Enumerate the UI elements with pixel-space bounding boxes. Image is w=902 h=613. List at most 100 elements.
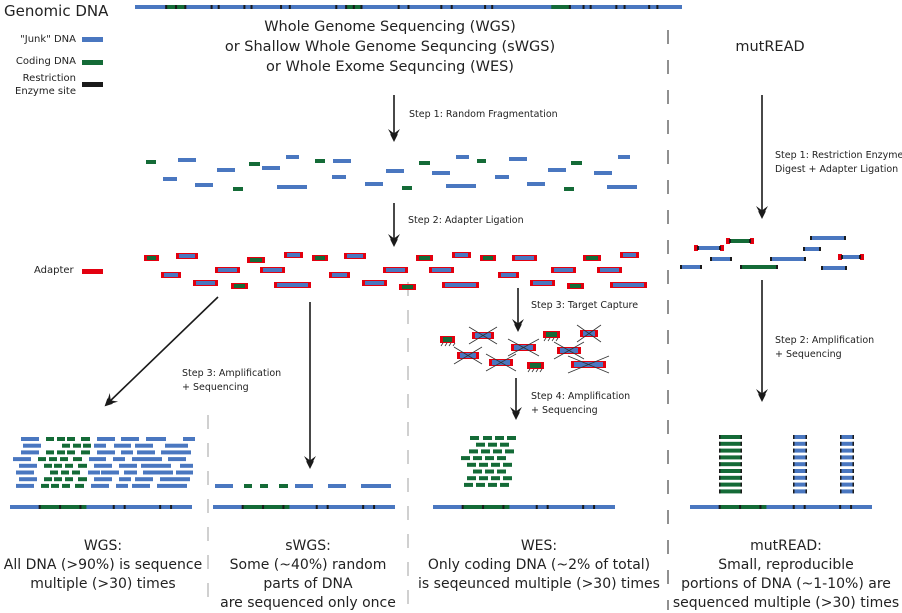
legend-restriction-swatch bbox=[82, 82, 103, 87]
wgs-reference-genome bbox=[10, 505, 192, 509]
wes-read bbox=[483, 436, 492, 440]
restriction-fragment-site bbox=[710, 257, 712, 261]
wes-step4-line2: + Sequencing bbox=[531, 405, 598, 416]
wes-read bbox=[476, 442, 485, 447]
wgs-reference-genome-coding-segment bbox=[39, 505, 87, 509]
wgs-read bbox=[94, 443, 106, 448]
wgs-read bbox=[176, 470, 193, 475]
wes-reference-genome-restriction-site bbox=[546, 505, 549, 509]
genomic-dna-bar-restriction-site bbox=[615, 5, 618, 9]
wgs-read bbox=[19, 463, 37, 468]
legend-restriction-label-line1: Restriction bbox=[22, 73, 76, 84]
restriction-fragment-site bbox=[819, 247, 821, 251]
restriction-fragment-adapter bbox=[726, 238, 730, 244]
wes-reference-genome bbox=[433, 505, 615, 509]
swgs-reference-genome-restriction-site bbox=[326, 505, 329, 509]
wgs-read bbox=[132, 483, 150, 488]
adapter-fragment-body bbox=[347, 254, 363, 258]
mutread-read-site bbox=[740, 435, 742, 439]
legend-junk-label: "Junk" DNA bbox=[20, 34, 76, 45]
adapter-fragment-body bbox=[586, 256, 598, 260]
mutread-read-site bbox=[840, 448, 842, 453]
dna-fragment bbox=[332, 175, 346, 179]
summary-swgs: sWGS: Some (~40%) random parts of DNA ar… bbox=[208, 537, 408, 613]
restriction-fragment bbox=[841, 255, 861, 259]
arrow-wgs bbox=[104, 296, 219, 407]
wgs-reference-genome-restriction-site bbox=[123, 505, 126, 509]
method-title-line3: or Whole Exome Sequncing (WES) bbox=[266, 59, 514, 75]
mutread-read-site bbox=[852, 482, 854, 487]
mutread-read-site bbox=[840, 475, 842, 480]
genomic-dna-label: Genomic DNA bbox=[4, 2, 109, 20]
adapter-fragment-body bbox=[218, 268, 237, 272]
mutread-reference-genome-restriction-site bbox=[739, 505, 742, 509]
summary-wes-line: WES: bbox=[520, 538, 558, 554]
step1-random-fragmentation: Step 1: Random Fragmentation bbox=[409, 109, 558, 120]
wgs-read bbox=[135, 443, 153, 448]
restriction-fragment bbox=[710, 257, 732, 261]
swgs-reference-genome bbox=[213, 505, 395, 509]
restriction-fragment-site bbox=[680, 265, 682, 269]
mutread-read-coding bbox=[719, 462, 742, 467]
wes-read bbox=[473, 469, 482, 474]
mutread-read-site bbox=[852, 489, 854, 494]
mutread-reference-genome-restriction-site bbox=[759, 505, 762, 509]
capture-probe bbox=[527, 368, 531, 373]
wgs-read bbox=[94, 463, 112, 468]
mutread-read-site bbox=[852, 448, 854, 453]
wgs-read bbox=[180, 463, 193, 468]
wgs-read bbox=[54, 477, 62, 482]
swgs-reference-genome-restriction-site bbox=[262, 505, 265, 509]
wes-read bbox=[491, 476, 500, 481]
genomic-dna-bar-restriction-site bbox=[582, 5, 585, 9]
arrow-wes-capture-head bbox=[512, 319, 524, 330]
restriction-fragment-adapter bbox=[694, 245, 698, 251]
capture-probe bbox=[531, 368, 535, 373]
mutread-read-site bbox=[793, 462, 795, 467]
legend-adapter-label: Adapter bbox=[34, 265, 74, 276]
summary-wes-line: is seqeunced multiple (>30) times bbox=[418, 576, 660, 592]
swgs-read bbox=[328, 484, 346, 488]
wgs-reference-genome-restriction-site bbox=[112, 505, 115, 509]
dna-fragment bbox=[509, 157, 527, 161]
wes-read bbox=[503, 476, 512, 481]
mutread-reference-genome-restriction-site bbox=[850, 505, 853, 509]
mutread-read-site bbox=[805, 462, 807, 467]
wes-reference-genome-restriction-site bbox=[582, 505, 585, 509]
restriction-fragment-site bbox=[730, 257, 732, 261]
dna-fragment bbox=[618, 155, 630, 159]
wgs-read bbox=[78, 477, 87, 482]
mutread-read-site bbox=[719, 489, 721, 494]
mutread-read-site bbox=[719, 482, 721, 487]
wes-read bbox=[470, 436, 479, 440]
adapter-fragment-body bbox=[419, 256, 430, 260]
capture-probe bbox=[543, 337, 547, 342]
wgs-read bbox=[116, 483, 128, 488]
wgs-read bbox=[113, 457, 125, 462]
mutread-read-site bbox=[740, 475, 742, 480]
mutread-read-coding bbox=[719, 455, 742, 460]
cross-mark bbox=[485, 353, 517, 372]
wgs-read bbox=[83, 443, 91, 448]
summary-wgs-line: multiple (>30) times bbox=[30, 576, 176, 592]
mutread-read-site bbox=[793, 489, 795, 494]
dna-fragment bbox=[262, 166, 280, 170]
wes-read bbox=[491, 462, 500, 467]
restriction-fragment-site bbox=[729, 239, 731, 243]
capture-probe bbox=[555, 337, 559, 342]
wes-read bbox=[505, 449, 514, 454]
swgs-read bbox=[295, 484, 313, 488]
adapter-fragment-body bbox=[386, 268, 405, 272]
wgs-read bbox=[135, 477, 153, 482]
adapter-fragment-body bbox=[196, 281, 215, 285]
mutread-step2-line1: Step 2: Amplification bbox=[775, 335, 875, 346]
mutread-read-site bbox=[793, 475, 795, 480]
mutread-read-junk bbox=[793, 448, 807, 453]
wgs-reference-genome-restriction-site bbox=[170, 505, 173, 509]
wgs-read bbox=[88, 470, 100, 475]
adapter-fragment-body bbox=[501, 273, 516, 277]
dna-fragment bbox=[286, 155, 299, 159]
wgs-read bbox=[121, 450, 133, 455]
mutread-read-site bbox=[852, 441, 854, 446]
wgs-read bbox=[44, 477, 52, 482]
